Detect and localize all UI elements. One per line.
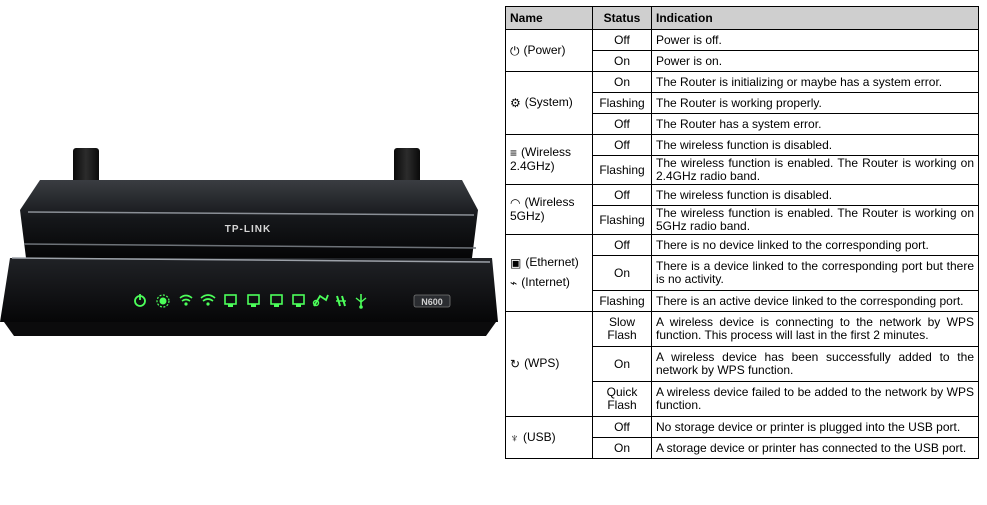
led-name-wireless-5: ◠(Wireless 5GHz) bbox=[505, 184, 593, 235]
wireless-24-icon: ≡ bbox=[510, 146, 518, 160]
table-row: On A storage device or printer has conne… bbox=[506, 437, 979, 459]
table-row: ♆(USB) Off No storage device or printer … bbox=[505, 416, 979, 459]
system-icon bbox=[156, 294, 170, 308]
table-row: ≡(Wireless 2.4GHz) Off The wireless func… bbox=[505, 134, 979, 185]
led-name-ethernet-internet: ▣(Ethernet) ⌁(Internet) bbox=[505, 234, 593, 312]
header-name: Name bbox=[505, 6, 593, 30]
router-illustration: TP-LINK N600 bbox=[0, 148, 498, 336]
ethernet-icon: ▣ bbox=[510, 256, 522, 270]
svg-text:N600: N600 bbox=[421, 297, 443, 307]
wireless-24-icon bbox=[179, 294, 193, 306]
wireless-5-icon: ◠ bbox=[510, 196, 521, 210]
led-name-wps: ↻(WPS) bbox=[505, 311, 593, 417]
led-name-usb: ♆(USB) bbox=[505, 416, 593, 459]
header-status: Status bbox=[592, 6, 652, 30]
wps-icon: ↻ bbox=[510, 357, 521, 371]
table-row: Quick Flash A wireless device failed to … bbox=[506, 381, 979, 417]
wireless-5-icon bbox=[200, 294, 216, 306]
system-icon: ⚙ bbox=[510, 96, 521, 110]
table-row: On A wireless device has been successful… bbox=[506, 346, 979, 382]
table-row: Flashing The wireless function is enable… bbox=[506, 155, 979, 185]
header-indication: Indication bbox=[651, 6, 979, 30]
router-front bbox=[0, 258, 498, 322]
model-badge: N600 bbox=[413, 294, 451, 308]
power-icon bbox=[134, 294, 146, 307]
table-row: ↻(WPS) Slow Flash A wireless device is c… bbox=[505, 311, 979, 417]
internet-icon: ⌁ bbox=[510, 276, 518, 290]
ethernet-icon bbox=[292, 294, 305, 307]
ethernet-icon bbox=[270, 294, 283, 307]
table-row: Flashing The wireless function is enable… bbox=[506, 205, 979, 235]
table-row: On There is a device linked to the corre… bbox=[506, 255, 979, 291]
led-status-table: Name Status Indication ⏻(Power) Off Powe… bbox=[505, 6, 979, 459]
power-icon: ⏻ bbox=[510, 43, 520, 58]
ethernet-icon bbox=[247, 294, 260, 307]
table-row: ⚙(System) On The Router is initializing … bbox=[505, 71, 979, 135]
router-brand: TP-LINK bbox=[225, 224, 271, 235]
led-panel bbox=[134, 294, 367, 309]
led-name-wireless-24: ≡(Wireless 2.4GHz) bbox=[505, 134, 593, 185]
led-name-system: ⚙(System) bbox=[505, 71, 593, 135]
led-name-power: ⏻(Power) bbox=[505, 29, 593, 72]
usb-icon: ♆ bbox=[510, 430, 519, 445]
table-row: ▣(Ethernet) ⌁(Internet) Off There is no … bbox=[505, 234, 979, 312]
table-row: ⏻(Power) Off Power is off. bbox=[505, 29, 979, 72]
usb-icon bbox=[355, 294, 367, 309]
table-header-row: Name Status Indication bbox=[505, 6, 979, 30]
internet-icon bbox=[312, 294, 329, 307]
ethernet-icon bbox=[224, 294, 237, 307]
wps-icon bbox=[336, 295, 346, 307]
router-top bbox=[20, 180, 478, 258]
table-row: ◠(Wireless 5GHz) Off The wireless functi… bbox=[505, 184, 979, 235]
